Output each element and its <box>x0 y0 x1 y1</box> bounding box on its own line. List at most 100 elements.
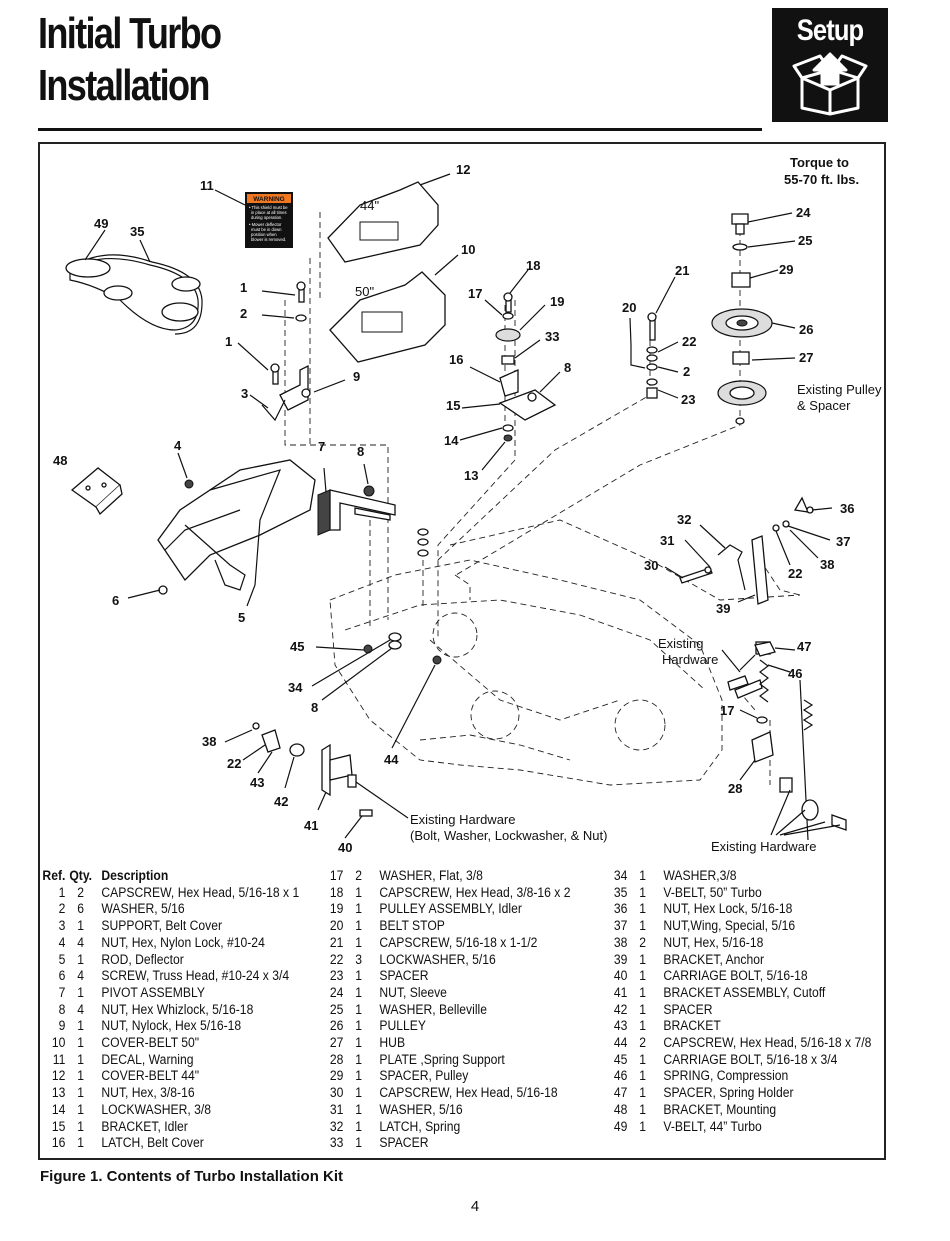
part-ref: 15 <box>51 1118 66 1134</box>
part-qty: 1 <box>77 951 85 967</box>
callout-30: 30 <box>644 558 658 573</box>
existing-hardware-a-line2: Hardware <box>662 652 718 667</box>
page-title-line1: Initial Turbo <box>38 9 222 58</box>
part-desc: LOCKWASHER, 5/16 <box>379 951 496 967</box>
part-qty: 1 <box>639 901 647 917</box>
callout-21: 21 <box>675 263 689 278</box>
exploded-diagram: .ln { fill:none; stroke:#111; stroke-wid… <box>53 155 882 855</box>
part-qty: 1 <box>77 1101 85 1117</box>
part-qty: 2 <box>355 868 363 883</box>
leader-lines <box>84 173 841 839</box>
part-desc: CARRIAGE BOLT, 5/16-18 x 3/4 <box>663 1051 838 1067</box>
part-qty: 1 <box>639 968 647 984</box>
parts-list-row: 40 1 CARRIAGE BOLT, 5/16-18 <box>604 968 871 985</box>
callout-26: 26 <box>799 322 813 337</box>
callout-24: 24 <box>796 205 811 220</box>
part-ref: 11 <box>52 1051 66 1067</box>
part-qty: 1 <box>355 1068 363 1084</box>
decal-line5: must be in down <box>251 227 282 232</box>
part-desc: CAPSCREW, Hex Head, 3/8-16 x 2 <box>379 884 571 900</box>
part-ref: 14 <box>51 1101 66 1117</box>
part-desc: CARRIAGE BOLT, 5/16-18 <box>663 968 808 984</box>
part-qty: 1 <box>639 918 647 934</box>
part-ref: 27 <box>329 1035 344 1051</box>
callout-13: 13 <box>464 468 478 483</box>
part-ref: 6 <box>58 968 66 984</box>
part-qty: 1 <box>77 1068 85 1084</box>
cutoff-bracket-assembly <box>252 632 442 817</box>
callout-18: 18 <box>526 258 540 273</box>
callout-31: 31 <box>660 533 674 548</box>
part-desc: WASHER, 5/16 <box>101 901 185 917</box>
existing-pulley-line2: & Spacer <box>797 398 851 413</box>
part-qty: 1 <box>639 1001 647 1017</box>
part-qty: 1 <box>639 1018 647 1034</box>
v-belts <box>65 254 203 335</box>
callout-38b: 38 <box>202 734 216 749</box>
part-ref: 25 <box>329 1001 344 1017</box>
part-desc: HUB <box>379 1035 406 1051</box>
part-desc: BRACKET <box>663 1018 721 1034</box>
part-ref: 32 <box>329 1118 344 1134</box>
header-desc: Description <box>101 868 169 883</box>
part-qty: 6 <box>77 901 85 917</box>
part-qty: 1 <box>355 918 363 934</box>
deflector <box>157 459 316 595</box>
part-desc: ROD, Deflector <box>101 951 184 967</box>
callout-5: 5 <box>238 610 245 625</box>
part-ref: 33 <box>329 1135 344 1151</box>
part-qty: 1 <box>355 1101 363 1117</box>
decal-line7: blower is removed. <box>251 237 286 242</box>
part-desc: BRACKET ASSEMBLY, Cutoff <box>663 984 826 1000</box>
callout-4: 4 <box>174 438 182 453</box>
page-title: Initial Turbo Installation <box>38 8 222 112</box>
part-ref: 31 <box>329 1101 344 1117</box>
callout-2a: 2 <box>240 306 247 321</box>
part-desc: CAPSCREW, 5/16-18 x 1-1/2 <box>379 934 538 950</box>
part-ref: 36 <box>613 901 628 917</box>
part-qty: 1 <box>639 1068 647 1084</box>
part-ref: 26 <box>329 1018 344 1034</box>
part-ref: 48 <box>613 1101 628 1117</box>
part-ref: 40 <box>613 968 628 984</box>
callout-46: 46 <box>788 666 802 681</box>
part-ref: 1 <box>58 884 66 900</box>
open-box-up-arrow-icon <box>792 52 868 116</box>
part-desc: PLATE ,Spring Support <box>379 1051 505 1067</box>
torque-note-line1: Torque to <box>790 155 849 170</box>
callout-23: 23 <box>681 392 695 407</box>
part-qty: 1 <box>77 1135 85 1151</box>
part-ref: 20 <box>329 918 344 934</box>
callout-48: 48 <box>53 453 67 468</box>
figure-caption: Figure 1. Contents of Turbo Installation… <box>40 1168 344 1185</box>
part-qty: 1 <box>355 984 363 1000</box>
part-desc: BELT STOP <box>379 918 445 934</box>
existing-hardware-b-line1: Existing Hardware <box>410 812 516 827</box>
part-desc: PULLEY ASSEMBLY, Idler <box>379 901 522 917</box>
callout-8a: 8 <box>564 360 571 375</box>
belt-stop-assembly <box>630 312 658 399</box>
part-ref: 23 <box>329 968 344 984</box>
